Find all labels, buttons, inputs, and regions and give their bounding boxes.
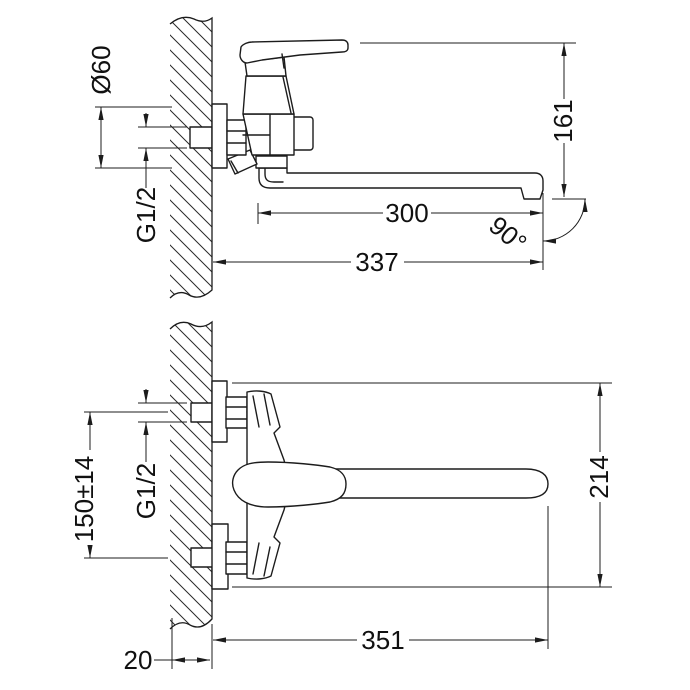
extension-lines xyxy=(232,382,612,588)
spout xyxy=(258,167,544,200)
extension-lines xyxy=(211,506,549,669)
dim-overall-reach-337: 337 xyxy=(213,247,543,277)
dimension-arrow xyxy=(530,259,543,265)
flange-diameter-label: Ø60 xyxy=(86,45,116,94)
spout-plan xyxy=(329,468,549,499)
hex-nut-bottom-facets xyxy=(225,551,248,565)
wall-clearance-label: 20 xyxy=(124,645,153,675)
wall-section-side xyxy=(169,16,213,299)
thread-label: G1/2 xyxy=(131,463,161,519)
body-mid-details xyxy=(242,113,271,156)
dimension-arrow xyxy=(597,574,603,587)
thread-label: G1/2 xyxy=(131,187,161,243)
dimension-arrow xyxy=(98,107,104,120)
hex-nut xyxy=(226,119,247,156)
eccentric-connector xyxy=(189,126,213,149)
spout-inner-line xyxy=(264,167,284,183)
spout-collar xyxy=(255,155,288,169)
hex-nut-top-facets xyxy=(225,406,248,420)
hex-nut-bottom xyxy=(225,541,248,575)
dimension-arrow xyxy=(213,259,226,265)
lever-handle xyxy=(239,39,349,64)
dimension-arrow xyxy=(143,148,149,161)
lever-handle-plan xyxy=(231,461,347,508)
dimension-arrow xyxy=(197,657,210,663)
overall-reach-label: 337 xyxy=(355,247,398,277)
dimension-arrow xyxy=(98,155,104,168)
dimension-arrow xyxy=(172,657,185,663)
dim-overall-reach-351: 351 xyxy=(211,506,549,669)
swivel-angle-label: 90° xyxy=(483,210,532,258)
dimension-arrow xyxy=(543,238,556,244)
hex-nut-facets xyxy=(226,130,247,144)
dim-height-161: 161 xyxy=(360,42,586,200)
dim-overall-depth-214: 214 xyxy=(232,382,614,588)
spout-reach-label: 300 xyxy=(385,198,428,228)
faucet-plan-view xyxy=(190,380,549,590)
plan-view: 150±14 G1/2 214 351 xyxy=(69,320,614,675)
eccentric-connector-top xyxy=(190,402,213,423)
dimension-arrow xyxy=(258,210,271,216)
body-upper-detail xyxy=(282,76,292,114)
dimension-arrow xyxy=(530,210,543,216)
wall-hatch-fill xyxy=(170,322,212,629)
lever-joint-line xyxy=(281,53,285,69)
diverter-cap-line xyxy=(230,160,239,174)
wall-section-plan xyxy=(169,320,213,630)
extension-lines xyxy=(360,42,586,200)
overall-depth-label: 214 xyxy=(584,455,614,498)
dimension-arrow xyxy=(597,383,603,396)
dimension-arrow xyxy=(213,637,226,643)
dimension-arrow xyxy=(143,422,149,435)
height-label: 161 xyxy=(548,99,578,142)
connection-centers-label: 150±14 xyxy=(69,456,99,543)
dim-thread-side: G1/2 xyxy=(131,113,187,243)
wall-outline xyxy=(169,320,213,630)
hex-nut-top xyxy=(225,396,248,429)
dimension-arrow xyxy=(561,43,567,56)
dimension-arrow xyxy=(143,390,149,403)
extension-lines xyxy=(84,411,168,559)
dim-swivel-angle: 90° xyxy=(483,198,588,258)
dimension-arrow xyxy=(143,114,149,127)
faucet-side-view xyxy=(189,39,544,200)
dim-flange-diameter: Ø60 xyxy=(86,45,172,169)
dim-thread-plan: G1/2 xyxy=(131,389,187,519)
dimension-arrow xyxy=(582,199,588,212)
dimension-arrow xyxy=(535,637,548,643)
faucet-body-details xyxy=(252,393,271,577)
overall-reach-label: 351 xyxy=(361,625,404,655)
dimension-arrow xyxy=(561,184,567,197)
escutcheon-flange-top xyxy=(211,380,228,443)
dimension-arrow xyxy=(87,545,93,558)
extension-lines xyxy=(95,106,172,169)
dim-connection-centers: 150±14 xyxy=(69,411,168,559)
top-view: Ø60 G1/2 161 300 xyxy=(86,16,588,299)
dim-spout-reach-300: 300 xyxy=(257,193,544,270)
eccentric-connector-bottom xyxy=(190,547,214,568)
escutcheon-flange xyxy=(211,103,228,169)
wall-hatch-fill xyxy=(170,17,212,298)
dim-wall-clearance-20: 20 xyxy=(124,618,210,675)
angle-arc xyxy=(542,198,586,242)
dimension-arrow xyxy=(87,412,93,425)
